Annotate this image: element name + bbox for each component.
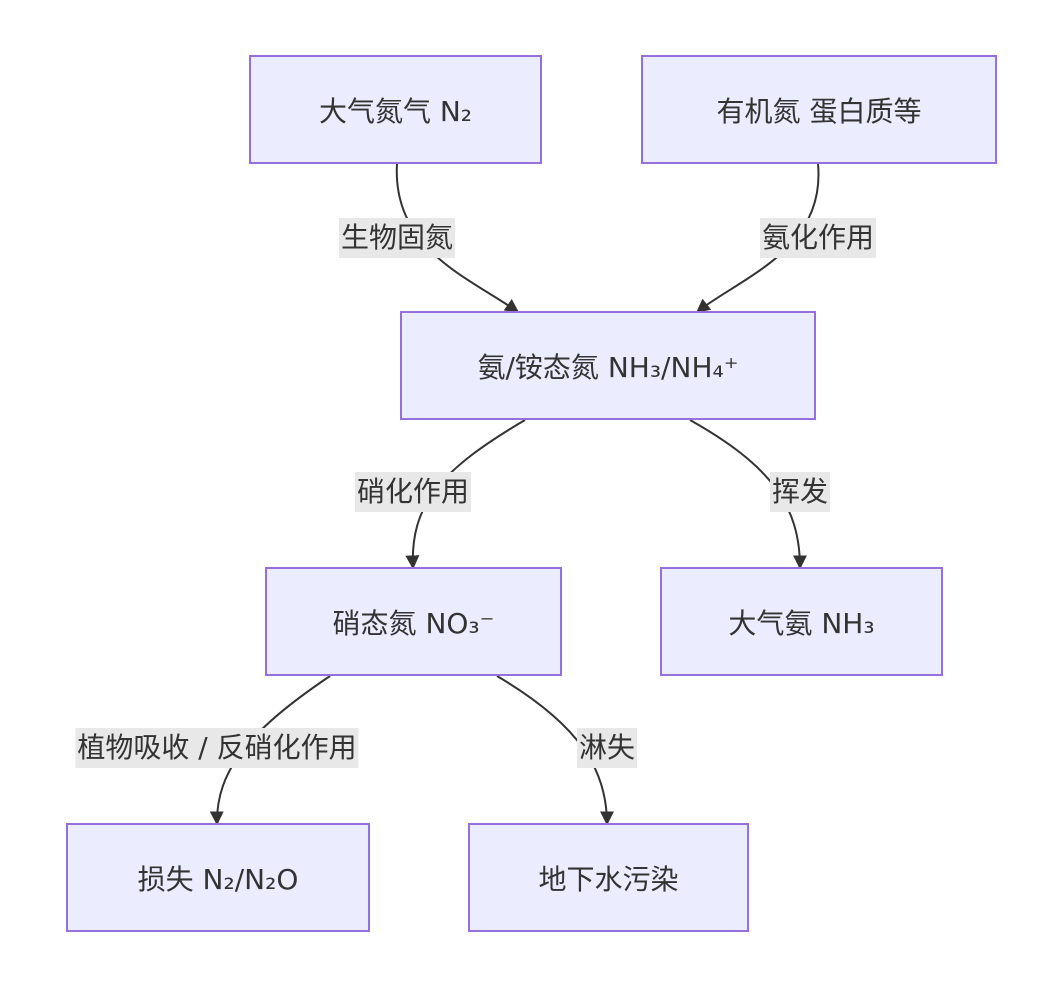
node-loss-n2-n2o: 损失 N₂/N₂O <box>66 823 370 932</box>
edge-label-volatilization: 挥发 <box>769 472 831 512</box>
node-atmospheric-ammonia: 大气氨 NH₃ <box>660 567 943 676</box>
edge-label-plant-uptake-denitrification: 植物吸收 / 反硝化作用 <box>75 728 359 768</box>
node-ammonium-n: 氨/铵态氮 NH₃/NH₄⁺ <box>400 311 816 420</box>
node-nitrate-n: 硝态氮 NO₃⁻ <box>265 567 562 676</box>
node-organic-n: 有机氮 蛋白质等 <box>641 55 997 164</box>
edge-label-leaching: 淋失 <box>576 728 638 768</box>
node-atmospheric-n2: 大气氮气 N₂ <box>249 55 542 164</box>
edge-label-biological-fixation: 生物固氮 <box>338 218 456 258</box>
edge-label-nitrification: 硝化作用 <box>354 472 472 512</box>
node-groundwater-pollution: 地下水污染 <box>468 823 749 932</box>
edge-label-ammonification: 氨化作用 <box>759 218 877 258</box>
